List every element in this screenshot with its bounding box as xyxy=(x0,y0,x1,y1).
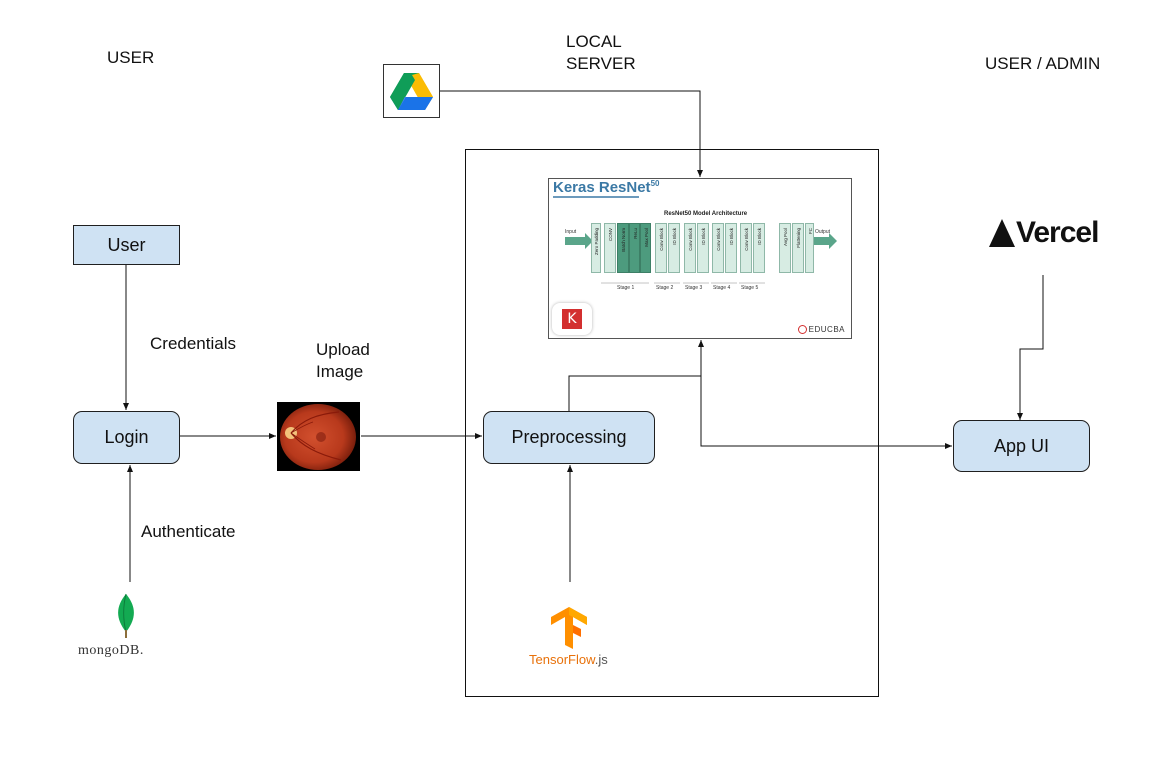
mongodb-leaf-icon xyxy=(118,593,134,638)
resnet-architecture-card: Keras ResNet50 ResNet50 Model Architectu… xyxy=(548,178,852,339)
arrow-resnet-to-appui xyxy=(700,376,952,449)
retina-image xyxy=(277,402,360,471)
stage2-label: Stage 2 xyxy=(656,285,674,291)
upload-image-line2: Image xyxy=(316,362,364,381)
local-server-container xyxy=(465,149,879,697)
stage3-convblock: Conv Block xyxy=(684,223,696,273)
stage4-idblock: ID Block xyxy=(725,223,737,273)
flattening-text: Flattening xyxy=(796,228,801,248)
credentials-label: Credentials xyxy=(150,334,236,353)
vercel-triangle-icon xyxy=(989,219,1015,247)
arrow-vercel-to-appui xyxy=(1017,275,1044,420)
stage1-relu: ReLu xyxy=(629,223,640,273)
stage4-convblock: Conv Block xyxy=(712,223,724,273)
stage2-idblock: ID Block xyxy=(668,223,680,273)
stage1-maxpool-text: Max Pool xyxy=(644,228,649,247)
educba-logo: EDUCBA xyxy=(797,325,845,334)
fc-text: FC xyxy=(808,228,813,234)
keras-logo-icon: K xyxy=(552,303,592,335)
header-user: USER xyxy=(107,48,155,67)
stage5-idblock: ID Block xyxy=(753,223,765,273)
arrow-preprocessing-to-resnet xyxy=(568,340,704,411)
mongodb-logo-text: mongoDB. xyxy=(78,643,144,658)
header-local-server: LOCAL SERVER xyxy=(566,31,636,75)
login-node[interactable]: Login xyxy=(73,411,180,464)
stage1-maxpool: Max Pool xyxy=(640,223,651,273)
authenticate-label: Authenticate xyxy=(141,522,236,541)
google-drive-icon xyxy=(383,64,440,118)
tensorflow-js-suffix: .js xyxy=(594,652,608,667)
upload-image-label: Upload Image xyxy=(316,339,370,383)
resnet-card-title: Keras ResNet50 xyxy=(553,179,659,196)
stage5-convblock-text: Conv Block xyxy=(744,228,749,251)
flattening-block: Flattening xyxy=(792,223,804,273)
stage2-convblock-text: Conv Block xyxy=(659,228,664,251)
resnet-output-label: Output xyxy=(815,229,831,235)
vercel-logo-text: Vercel xyxy=(1016,216,1099,249)
stage4-idblock-text: ID Block xyxy=(729,228,734,245)
vercel-logo: Vercel xyxy=(988,215,1099,251)
resnet-input-label: Input xyxy=(565,229,577,235)
fc-block: FC xyxy=(805,223,814,273)
stage1-batchnorm-text: Batch Norm xyxy=(621,228,626,252)
stage3-convblock-text: Conv Block xyxy=(688,228,693,251)
educba-text: EDUCBA xyxy=(808,325,845,334)
tensorflow-logo-text: TensorFlow.js xyxy=(529,652,608,667)
stage3-idblock: ID Block xyxy=(697,223,709,273)
stage3-idblock-text: ID Block xyxy=(701,228,706,245)
upload-image-line1: Upload xyxy=(316,340,370,359)
tensorflow-text: TensorFlow xyxy=(529,652,595,667)
app-ui-node[interactable]: App UI xyxy=(953,420,1090,472)
resnet-arch-title: ResNet50 Model Architecture xyxy=(664,211,748,217)
stage5-idblock-text: ID Block xyxy=(757,228,762,245)
zero-padding-text: Zero Padding xyxy=(594,228,599,256)
stage4-convblock-text: Conv Block xyxy=(716,228,721,251)
stage1-conv-text: CONV xyxy=(608,228,613,242)
resnet-arrows xyxy=(553,196,837,284)
educba-icon xyxy=(797,325,807,334)
stage2-idblock-text: ID Block xyxy=(672,228,677,245)
header-local-server-line2: SERVER xyxy=(566,54,636,73)
stage3-label: Stage 3 xyxy=(685,285,703,291)
stage1-batchnorm: Batch Norm xyxy=(617,223,629,273)
stage2-convblock: Conv Block xyxy=(655,223,667,273)
stage5-label: Stage 5 xyxy=(741,285,759,291)
resnet-title-text: Keras ResNet xyxy=(553,179,651,196)
user-node[interactable]: User xyxy=(73,225,180,265)
avgpool-text: Avg Pool xyxy=(783,228,788,246)
stage1-label: Stage 1 xyxy=(617,285,635,291)
keras-letter: K xyxy=(562,309,582,329)
header-user-admin: USER / ADMIN xyxy=(985,54,1101,73)
stage5-convblock: Conv Block xyxy=(740,223,752,273)
stage1-relu-text: ReLu xyxy=(633,228,638,239)
preprocessing-node[interactable]: Preprocessing xyxy=(483,411,655,464)
arrow-drive-to-resnet xyxy=(440,90,703,177)
avgpool-block: Avg Pool xyxy=(779,223,791,273)
stage1-conv: CONV xyxy=(604,223,616,273)
stage4-label: Stage 4 xyxy=(713,285,731,291)
resnet-title-sup: 50 xyxy=(650,179,660,188)
header-local-server-line1: LOCAL xyxy=(566,32,622,51)
tensorflow-icon xyxy=(551,607,587,649)
zero-padding-block: Zero Padding xyxy=(591,223,601,273)
